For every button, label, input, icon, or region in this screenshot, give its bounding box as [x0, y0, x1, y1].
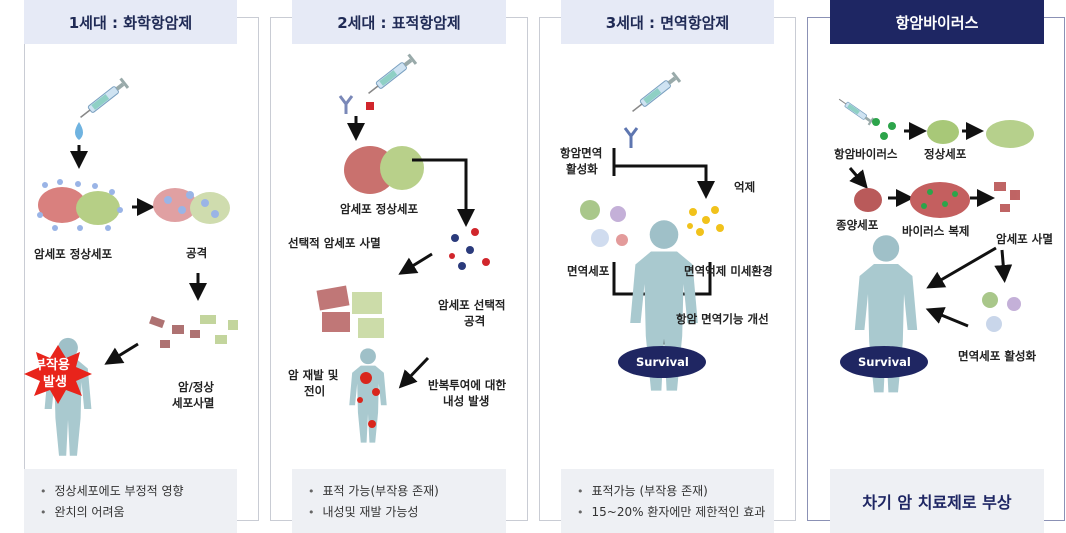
panel-1-header: 1세대 : 화학항암제	[24, 0, 237, 44]
panel-3-illustration	[580, 70, 724, 391]
syringe-icon	[836, 95, 875, 127]
label-relapse-line2: 전이	[304, 384, 326, 398]
small-molecule-icon	[366, 102, 374, 110]
label-attack: 공격	[186, 246, 208, 260]
label-immune-activation: 면역세포 활성화	[958, 349, 1037, 363]
label-side-effect-line2: 발생	[43, 375, 67, 390]
note-item: 정상세포에도 부정적 영향	[40, 481, 237, 502]
label-immune-cells: 면역세포	[567, 264, 610, 278]
label-relapse-line1: 암 재발 및	[288, 368, 339, 382]
label-immune-activation-line2: 활성화	[566, 162, 598, 176]
label-selective-death: 선택적 암세포 사멸	[288, 236, 381, 250]
cancer-cell-icon	[38, 187, 86, 223]
virus-icon	[872, 118, 896, 140]
normal-cell-icon	[927, 120, 959, 144]
survival-badge	[840, 346, 928, 378]
label-cell-death-line2: 세포사멸	[172, 396, 215, 410]
note-item: 완치의 어려움	[40, 502, 237, 523]
label-immune-activation-line1: 항암면역	[560, 146, 603, 160]
panel-targeted-therapy	[270, 17, 528, 521]
panel-3-notes: 표적가능 (부작용 존재) 15~20% 환자에만 제한적인 효과	[561, 469, 774, 533]
syringe-icon	[76, 76, 130, 123]
label-virus-replication: 바이러스 복제	[902, 224, 970, 238]
immune-cells-icon	[982, 292, 1021, 332]
panel-2-header: 2세대 : 표적항암제	[292, 0, 506, 44]
label-survival: Survival	[858, 355, 911, 369]
label-selective-attack-line1: 암세포 선택적	[438, 298, 506, 312]
syringe-icon	[628, 70, 682, 117]
survival-badge	[618, 346, 706, 378]
label-resistance-line1: 반복투여에 대한	[428, 378, 507, 392]
panel-1-illustration	[24, 76, 238, 456]
label-normal-cell: 정상세포	[924, 147, 967, 161]
panel-oncolytic-virus	[807, 17, 1065, 521]
label-resistance-line2: 내성 발생	[443, 394, 490, 408]
syringe-icon	[364, 52, 418, 99]
note-item: 내성및 재발 가능성	[308, 502, 506, 523]
note-item: 15~20% 환자에만 제한적인 효과	[577, 502, 774, 523]
label-tumor-cell: 종양세포	[836, 218, 879, 232]
label-cancer-normal-cells: 암세포 정상세포	[340, 202, 419, 216]
label-cancer-cell-death: 암세포 사멸	[996, 232, 1053, 246]
panel-2-notes: 표적 가능(부작용 존재) 내성및 재발 가능성	[292, 469, 506, 533]
normal-cell-icon	[76, 191, 120, 225]
tumor-cell-icon	[854, 188, 882, 212]
panel-2-illustration	[316, 52, 490, 443]
label-survival: Survival	[636, 355, 689, 369]
immune-cells-icon	[580, 200, 628, 247]
label-side-effect-line1: 부작용	[34, 358, 70, 373]
panel-4-illustration	[836, 95, 1034, 393]
antibody-icon	[623, 127, 639, 148]
human-body-icon	[349, 348, 387, 443]
label-cell-death-line1: 암/정상	[178, 380, 214, 394]
label-suppression: 억제	[734, 180, 756, 194]
label-cancer-normal-cells: 암세포 정상세포	[34, 247, 113, 261]
note-item: 표적가능 (부작용 존재)	[577, 481, 774, 502]
panel-1-notes: 정상세포에도 부정적 영향 완치의 어려움	[24, 469, 237, 533]
drug-drop-icon	[75, 122, 83, 140]
label-oncolytic-virus: 항암바이러스	[834, 147, 898, 161]
label-immune-improvement: 항암 면역기능 개선	[676, 312, 769, 326]
label-suppressive-environment: 면역억제 미세환경	[684, 264, 773, 278]
panel-3-header: 3세대 : 면역항암제	[561, 0, 774, 44]
antibody-icon	[338, 95, 354, 114]
side-effect-burst-icon	[24, 345, 92, 404]
note-item: 표적 가능(부작용 존재)	[308, 481, 506, 502]
normal-cell-icon	[380, 146, 424, 190]
panel-4-header: 항암바이러스	[830, 0, 1044, 44]
panel-4-footer: 차기 암 치료제로 부상	[830, 469, 1044, 533]
label-selective-attack-line2: 공격	[464, 314, 486, 328]
suppressive-environment-icon	[687, 206, 724, 236]
